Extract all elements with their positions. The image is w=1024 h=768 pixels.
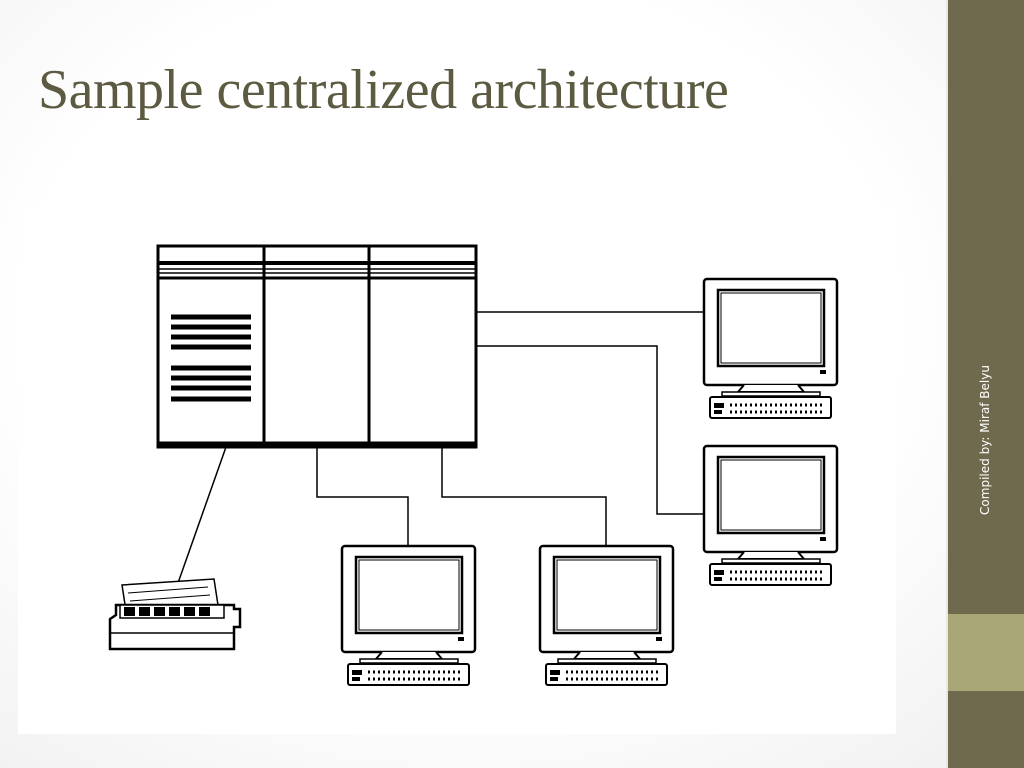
slide-title: Sample centralized architecture [38, 59, 729, 121]
terminal-icon-top-right [702, 277, 839, 420]
terminal-icon-bottom-left [340, 544, 477, 687]
mainframe-icon [156, 244, 478, 449]
architecture-diagram [18, 205, 896, 734]
terminal-icon-bottom-middle [538, 544, 675, 687]
connection-lines [177, 311, 704, 584]
printer-icon [108, 578, 242, 651]
sidebar-edge [946, 0, 948, 768]
credit-text: Compiled by: Miraf Belyu [978, 365, 992, 515]
diagram-canvas [108, 244, 839, 687]
sidebar-accent-block [948, 614, 1024, 691]
terminal-icon-middle-right [702, 444, 839, 587]
